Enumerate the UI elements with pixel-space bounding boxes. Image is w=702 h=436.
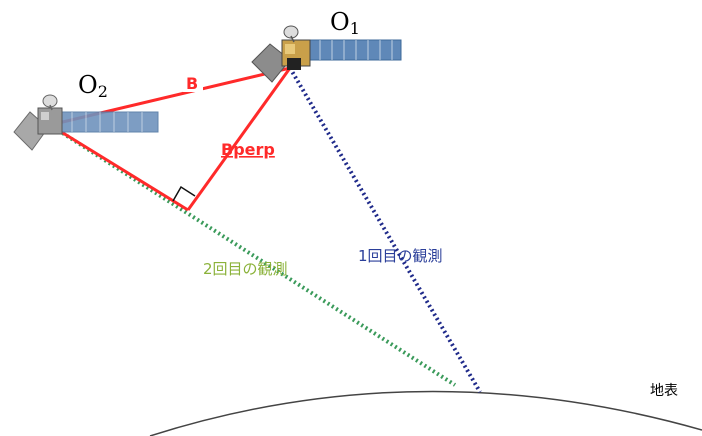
baseline-label: B [186, 74, 198, 93]
observation-line-1 [288, 66, 482, 394]
bperp-line [186, 67, 292, 211]
o1-subscript: 1 [350, 19, 360, 38]
satellite-icon [251, 25, 402, 83]
observation-label-2: 2回目の観測 [203, 260, 288, 278]
o2-subscript: 2 [98, 82, 108, 101]
o1-label: O1 [330, 8, 360, 38]
satellite-icon [13, 94, 159, 151]
o2-label: O2 [78, 71, 108, 101]
bperp-label: Bperp [221, 140, 275, 159]
range-offset-line [49, 123, 189, 212]
observation-label-1: 1回目の観測 [358, 247, 443, 265]
right-angle-marker [172, 185, 196, 202]
ground-surface-arc [149, 390, 702, 436]
ground-label: 地表 [650, 383, 678, 399]
